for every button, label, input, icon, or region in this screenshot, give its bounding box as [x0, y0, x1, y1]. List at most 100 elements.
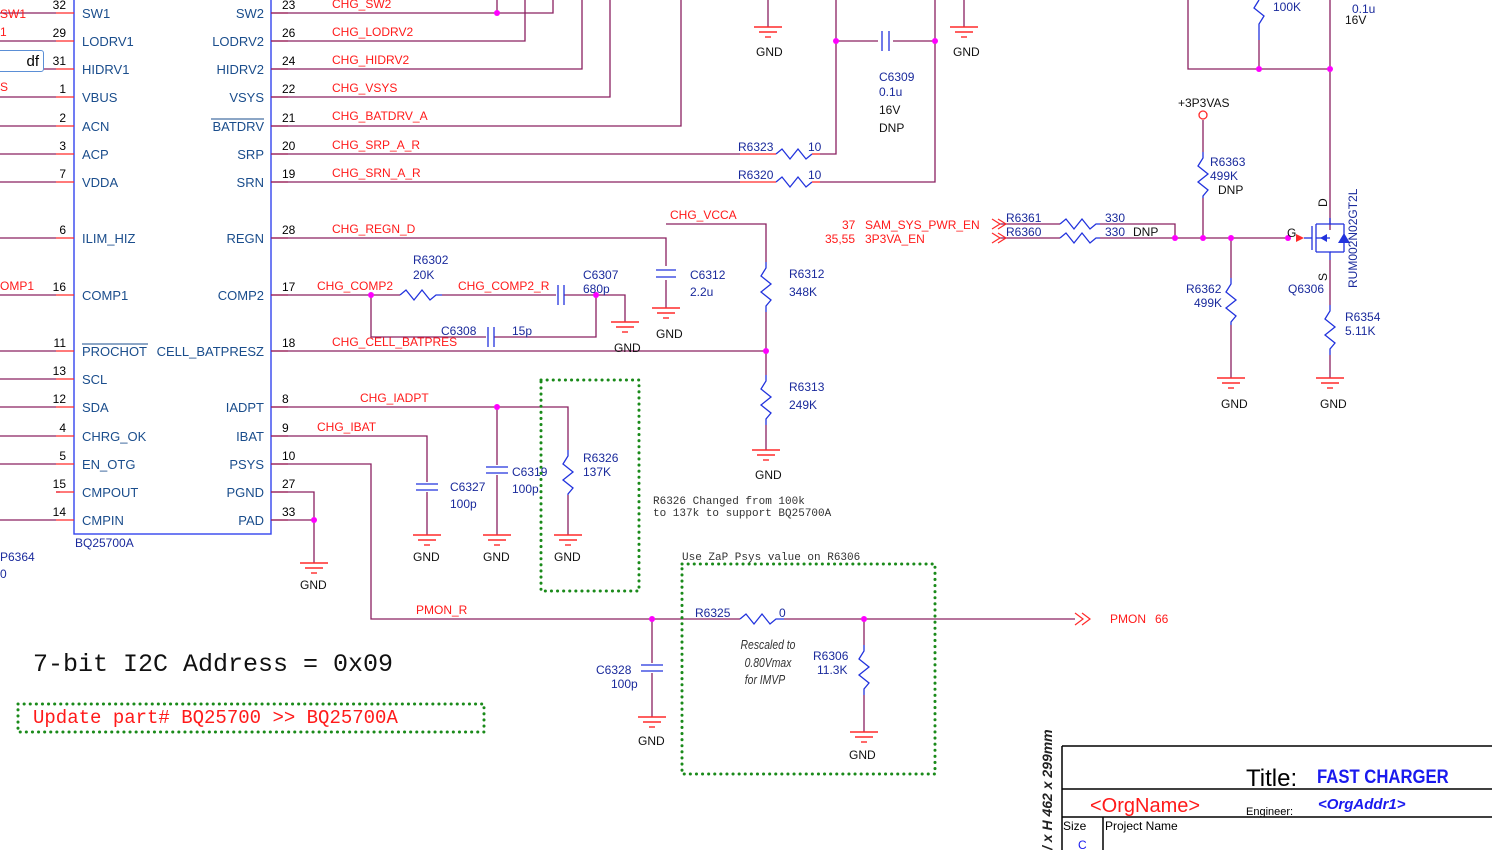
resistor-r6306[interactable]: R6306 11.3K [813, 645, 871, 695]
svg-text:R6313: R6313 [789, 380, 825, 394]
pin-name: ILIM_HIZ [82, 231, 136, 246]
offpage-sam-sys-pwr-en[interactable]: 37 SAM_SYS_PWR_EN [842, 218, 1008, 232]
pin-number: 3 [59, 139, 66, 153]
size-value: C [1078, 838, 1087, 850]
net-label-chg-lodrv2: CHG_LODRV2 [332, 25, 413, 39]
capacitor-c6319[interactable]: C6319 100p [486, 465, 548, 496]
svg-text:5.11K: 5.11K [1345, 324, 1375, 338]
pin-number: 22 [282, 82, 296, 96]
svg-text:249K: 249K [789, 398, 817, 412]
offpage-3p3va-en[interactable]: 35,55 3P3VA_EN [825, 232, 1008, 246]
capacitor-c6327[interactable]: C6327 100p [416, 480, 486, 511]
power-rail-3p3vas[interactable]: +3P3VAS [1178, 96, 1229, 120]
ic-body-bq25700a[interactable] [73, 0, 272, 535]
resistor-r6361[interactable]: R6361 330 [1006, 211, 1125, 231]
resistor-r6362[interactable]: R6362 499K [1186, 278, 1238, 325]
tooltip-popup[interactable]: df [0, 50, 44, 72]
resistor-r6312[interactable]: R6312 348K [759, 262, 825, 312]
pin-number: 8 [282, 392, 289, 406]
mosfet-q6306[interactable]: G D S Q6306 RUM002N02GT2L [1287, 188, 1360, 296]
net-label-chg-srp-a-r: CHG_SRP_A_R [332, 138, 420, 152]
svg-text:DNP: DNP [1218, 183, 1243, 197]
pin-number: 31 [53, 54, 67, 68]
offpage-pmon[interactable]: PMON 66 [1074, 612, 1169, 626]
pin-number: 28 [282, 223, 296, 237]
capacitor-c6312[interactable]: C6312 2.2u [656, 268, 726, 299]
resistor-r6323[interactable]: R6323 10 [738, 140, 822, 161]
resistor-r6326[interactable]: R6326 137K [561, 450, 619, 495]
capacitor-c6328[interactable]: C6328 100p [596, 663, 663, 691]
pin-number: 1 [59, 82, 66, 96]
gnd-label: GND [300, 578, 327, 592]
capacitor-c6308[interactable]: C6308 15p [441, 324, 532, 347]
svg-text:37: 37 [842, 218, 856, 232]
svg-text:11.3K: 11.3K [817, 663, 847, 677]
pin-name: SDA [82, 400, 109, 415]
resistor-r6354[interactable]: R6354 5.11K [1323, 305, 1381, 355]
svg-text:0: 0 [779, 606, 786, 620]
resistor-r6302[interactable]: R6302 20K [399, 253, 449, 302]
title-label: Title: [1246, 765, 1297, 792]
pin-number: 29 [53, 26, 67, 40]
resistor-r6363[interactable]: R6363 499K DNP [1196, 152, 1246, 198]
pin-number: 2 [59, 111, 66, 125]
pin-name: SRP [237, 147, 264, 162]
capacitor-c6307[interactable]: C6307 680p [557, 268, 619, 305]
dotted-box-psys-scaling [680, 562, 937, 776]
note-zap-psys: Use ZaP Psys value on R6306 [682, 552, 860, 564]
capacitor-c6309[interactable]: C6309 0.1u 16V DNP [879, 31, 915, 135]
resistor-r6313[interactable]: R6313 249K [759, 375, 825, 425]
svg-text:330: 330 [1105, 211, 1125, 225]
gnd-label: GND [483, 550, 510, 564]
svg-text:R6306: R6306 [813, 649, 849, 663]
note-rescaled-2: 0.80Vmax [745, 656, 793, 670]
pin-number: 24 [282, 54, 296, 68]
resistor-r6360[interactable]: R6360 330 DNP [1006, 225, 1158, 245]
pin-number: 4 [59, 421, 66, 435]
svg-text:0.1u: 0.1u [879, 85, 902, 99]
resistor-r6325[interactable]: R6325 0 [695, 606, 786, 626]
svg-text:3P3VA_EN: 3P3VA_EN [865, 232, 925, 246]
svg-text:100p: 100p [450, 497, 477, 511]
resistor-r6320[interactable]: R6320 10 [738, 168, 822, 189]
resistor-top-100k[interactable]: 100K [1253, 0, 1301, 40]
pin-number: 20 [282, 139, 296, 153]
svg-text:35,55: 35,55 [825, 232, 855, 246]
net-label-chg-srn-a-r: CHG_SRN_A_R [332, 166, 421, 180]
ic-pin-en_otg[interactable]: 5EN_OTG [0, 449, 135, 472]
pin-number: 16 [53, 280, 67, 294]
svg-text:C6319: C6319 [512, 465, 548, 479]
gnd-label: GND [413, 550, 440, 564]
svg-text:C6327: C6327 [450, 480, 486, 494]
gnd-label: GND [614, 341, 641, 355]
